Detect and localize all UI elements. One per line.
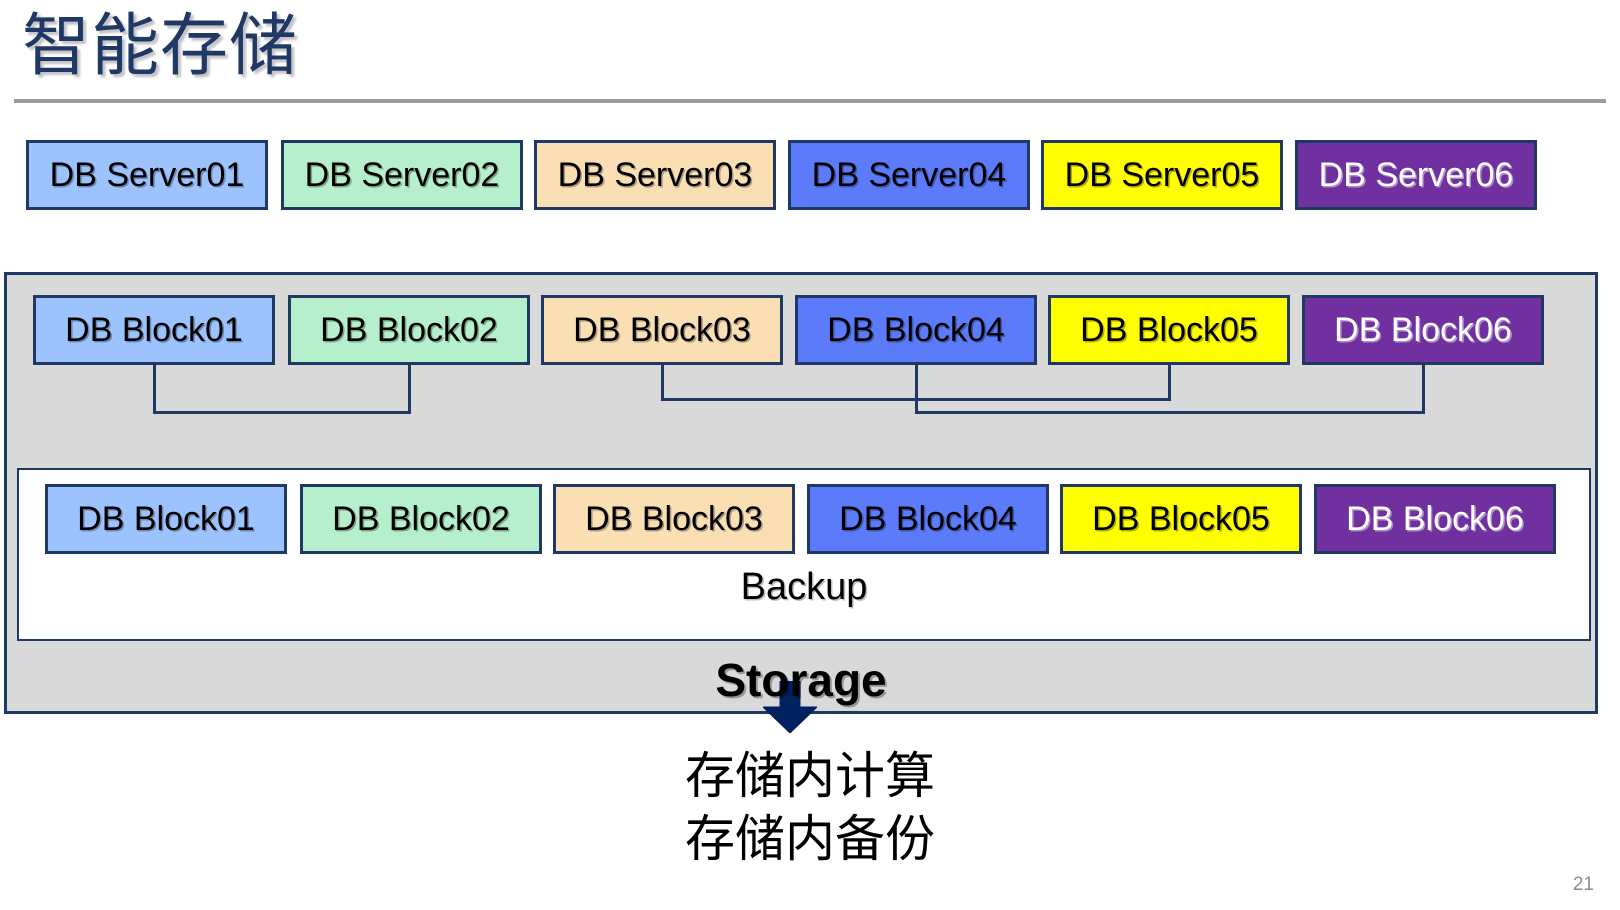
db-block-box-label: DB Block01 — [65, 311, 243, 349]
group-04-06-bridge — [914, 411, 1425, 414]
group-01-02-bridge — [152, 411, 411, 414]
backup-container: DB Block01 DB Block02 DB Block03 DB Block04… — [17, 468, 1591, 641]
db-block-box-6[interactable]: DB Block06 — [1302, 295, 1544, 365]
caption-in-storage-backup: 存储内备份 — [685, 811, 935, 867]
group-04-06-stem-a — [914, 365, 918, 411]
backup-label: Backup — [740, 566, 868, 608]
db-backup-box-label: DB Block01 — [77, 500, 255, 538]
db-backup-box-label: DB Block02 — [332, 500, 510, 538]
db-server-box-label: DB Server04 — [811, 156, 1007, 194]
db-backup-box-3[interactable]: DB Block03 — [553, 484, 795, 554]
db-server-box-label: DB Server03 — [557, 156, 753, 194]
db-backup-box-5[interactable]: DB Block05 — [1060, 484, 1302, 554]
db-server-box-label: DB Server06 — [1318, 156, 1514, 194]
db-block-box-label: DB Block02 — [320, 311, 498, 349]
db-block-box-label: DB Block05 — [1080, 311, 1258, 349]
group-04-06-stem-b — [1421, 365, 1425, 411]
db-server-box-1[interactable]: DB Server01 — [26, 140, 268, 210]
db-backup-box-6[interactable]: DB Block06 — [1314, 484, 1556, 554]
page-title: 智能存储 — [22, 8, 299, 84]
db-server-box-label: DB Server01 — [49, 156, 245, 194]
db-server-box-3[interactable]: DB Server03 — [534, 140, 776, 210]
down-arrow-icon — [761, 680, 819, 734]
title-divider — [14, 99, 1606, 103]
db-server-box-label: DB Server02 — [304, 156, 500, 194]
group-03-05-stem-a — [660, 365, 664, 398]
db-server-box-4[interactable]: DB Server04 — [788, 140, 1030, 210]
group-01-02-stem-a — [152, 365, 156, 411]
db-server-box-6[interactable]: DB Server06 — [1295, 140, 1537, 210]
storage-container: DB Block01 DB Block02 DB Block03 DB Block04… — [4, 272, 1598, 734]
page-number: 21 — [1572, 874, 1594, 895]
db-backup-box-label: DB Block04 — [839, 500, 1017, 538]
group-01-02-stem-b — [407, 365, 411, 411]
db-server-box-2[interactable]: DB Server02 — [281, 140, 523, 210]
db-block-box-label: DB Block06 — [1334, 311, 1512, 349]
db-block-box-label: DB Block04 — [827, 311, 1005, 349]
db-backup-box-4[interactable]: DB Block04 — [807, 484, 1049, 554]
storage-label: Storage — [715, 654, 887, 706]
db-block-box-5[interactable]: DB Block05 — [1048, 295, 1290, 365]
db-block-box-1[interactable]: DB Block01 — [33, 295, 275, 365]
db-server-box-5[interactable]: DB Server05 — [1041, 140, 1283, 210]
db-backup-box-label: DB Block05 — [1092, 500, 1270, 538]
db-backup-box-2[interactable]: DB Block02 — [300, 484, 542, 554]
db-backup-box-label: DB Block03 — [585, 500, 763, 538]
db-server-box-label: DB Server05 — [1064, 156, 1260, 194]
db-block-box-label: DB Block03 — [573, 311, 751, 349]
db-backup-box-1[interactable]: DB Block01 — [45, 484, 287, 554]
db-block-box-3[interactable]: DB Block03 — [541, 295, 783, 365]
group-03-05-stem-b — [1167, 365, 1171, 398]
db-backup-box-label: DB Block06 — [1346, 500, 1524, 538]
db-block-box-2[interactable]: DB Block02 — [288, 295, 530, 365]
caption-in-storage-compute: 存储内计算 — [685, 748, 935, 804]
db-block-box-4[interactable]: DB Block04 — [795, 295, 1037, 365]
